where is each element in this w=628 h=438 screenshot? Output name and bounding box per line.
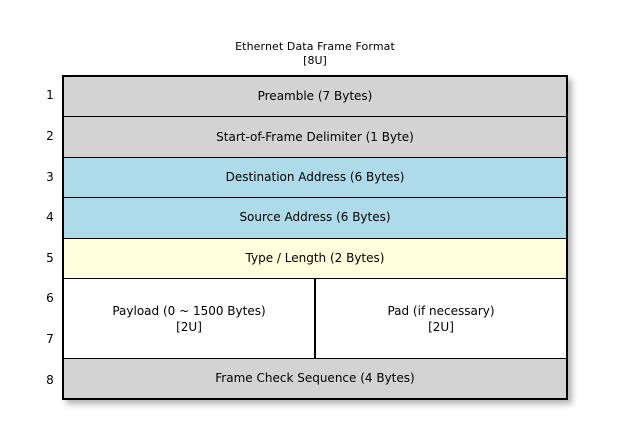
row-number-8: 8 [46,372,54,387]
frame-field-pad-sublabel: [2U] [428,319,454,334]
frame-field-pad: Pad (if necessary) [2U] [316,279,566,358]
frame-field-type-length-label: Type / Length (2 Bytes) [245,250,385,265]
row-number-3: 3 [46,169,54,184]
frame-field-payload-sublabel: [2U] [176,319,202,334]
frame-field-preamble: Preamble (7 Bytes) [64,77,566,118]
frame-field-sfd-label: Start-of-Frame Delimiter (1 Byte) [216,129,414,144]
frame-field-payload-pad-row: Payload (0 ~ 1500 Bytes) [2U] Pad (if ne… [64,278,566,359]
row-number-2: 2 [46,128,54,143]
row-number-4: 4 [46,210,54,225]
row-number-5: 5 [46,250,54,265]
diagram-title-block: Ethernet Data Frame Format [8U] [62,40,568,68]
frame-field-destination-address-label: Destination Address (6 Bytes) [225,169,405,184]
frame-field-source-address-label: Source Address (6 Bytes) [239,210,391,225]
diagram-title: Ethernet Data Frame Format [235,40,395,53]
row-number-1: 1 [46,88,54,103]
row-number-6: 6 [46,291,54,306]
frame-field-pad-label: Pad (if necessary) [387,303,495,318]
frame-field-sfd: Start-of-Frame Delimiter (1 Byte) [64,117,566,158]
diagram-subtitle: [8U] [303,54,327,67]
row-number-7: 7 [46,332,54,347]
frame-field-table: Preamble (7 Bytes) Start-of-Frame Delimi… [62,75,568,400]
frame-field-frame-check-sequence-label: Frame Check Sequence (4 Bytes) [215,370,415,385]
frame-field-payload: Payload (0 ~ 1500 Bytes) [2U] [64,278,316,358]
frame-field-source-address: Source Address (6 Bytes) [64,198,566,239]
row-number-gutter: 1 2 3 4 5 6 7 8 [40,75,60,400]
frame-field-frame-check-sequence: Frame Check Sequence (4 Bytes) [64,358,566,398]
frame-field-payload-label: Payload (0 ~ 1500 Bytes) [112,303,266,318]
frame-field-preamble-label: Preamble (7 Bytes) [257,89,373,104]
frame-field-type-length: Type / Length (2 Bytes) [64,238,566,279]
frame-field-destination-address: Destination Address (6 Bytes) [64,157,566,199]
